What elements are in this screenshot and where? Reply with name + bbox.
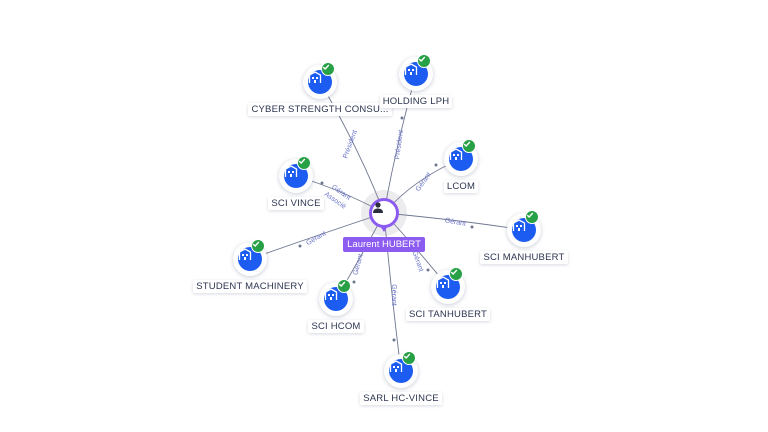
edge-label: Président — [394, 130, 405, 160]
company-node-disc[interactable] — [279, 156, 313, 193]
edge-arrow — [320, 181, 324, 185]
building-icon — [436, 275, 460, 299]
person-label: Laurent HUBERT — [284, 234, 484, 252]
company-node-disc[interactable] — [319, 279, 353, 316]
company-label: SCI TANHUBERT — [348, 308, 548, 321]
company-name[interactable]: SCI HCOM — [308, 320, 364, 333]
company-label: SCI HCOM — [236, 320, 436, 333]
company-label: STUDENT MACHINERY — [150, 280, 350, 293]
company-name[interactable]: SCI TANHUBERT — [405, 308, 491, 321]
edge-label: Gérant — [410, 250, 424, 273]
edge-arrow — [400, 116, 404, 120]
company-node-disc[interactable] — [431, 267, 465, 304]
company-node-disc[interactable] — [444, 139, 478, 176]
check-badge-icon — [297, 156, 311, 170]
check-badge-icon — [321, 62, 335, 76]
company-name[interactable]: CYBER STRENGTH CONSU... — [248, 103, 392, 116]
company-node-disc[interactable] — [384, 351, 418, 388]
check-badge-icon — [449, 267, 463, 281]
person-node-disc[interactable] — [369, 198, 399, 228]
company-node-disc[interactable] — [507, 210, 541, 247]
edge-arrow — [352, 280, 356, 284]
check-badge-icon — [417, 54, 431, 68]
check-badge-icon — [462, 139, 476, 153]
company-name[interactable]: SCI VINCE — [268, 197, 324, 210]
company-node-disc[interactable] — [233, 239, 267, 276]
company-node-disc[interactable] — [399, 54, 433, 91]
company-label: SCI MANHUBERT — [424, 251, 624, 264]
company-name[interactable]: HOLDING LPH — [379, 95, 453, 108]
edge-label: Gérant — [444, 217, 466, 228]
company-node-disc[interactable] — [303, 62, 337, 99]
check-badge-icon — [525, 210, 539, 224]
company-name[interactable]: SCI MANHUBERT — [480, 251, 568, 264]
company-label: CYBER STRENGTH CONSU... — [220, 103, 420, 116]
person-name[interactable]: Laurent HUBERT — [343, 237, 425, 252]
edge-arrow — [434, 163, 438, 167]
edge-label: Gérant — [390, 284, 397, 305]
check-badge-icon — [251, 239, 265, 253]
company-label: SARL HC-VINCE — [301, 392, 501, 405]
edge-arrow — [426, 268, 430, 272]
company-name[interactable]: LCOM — [443, 180, 479, 193]
company-label: LCOM — [361, 180, 561, 193]
company-name[interactable]: STUDENT MACHINERY — [193, 280, 307, 293]
edge-arrow — [470, 225, 474, 229]
edge-label: Gérant — [352, 253, 364, 276]
check-badge-icon — [402, 351, 416, 365]
edge-label: Président — [342, 129, 359, 159]
company-label: HOLDING LPH — [316, 95, 516, 108]
company-name[interactable]: SARL HC-VINCE — [360, 392, 442, 405]
check-badge-icon — [337, 279, 351, 293]
edge-arrow — [298, 244, 302, 248]
edge-arrow — [392, 338, 396, 342]
person-icon — [373, 202, 383, 213]
person-node-pin — [380, 226, 388, 232]
company-label: SCI VINCE — [196, 197, 396, 210]
